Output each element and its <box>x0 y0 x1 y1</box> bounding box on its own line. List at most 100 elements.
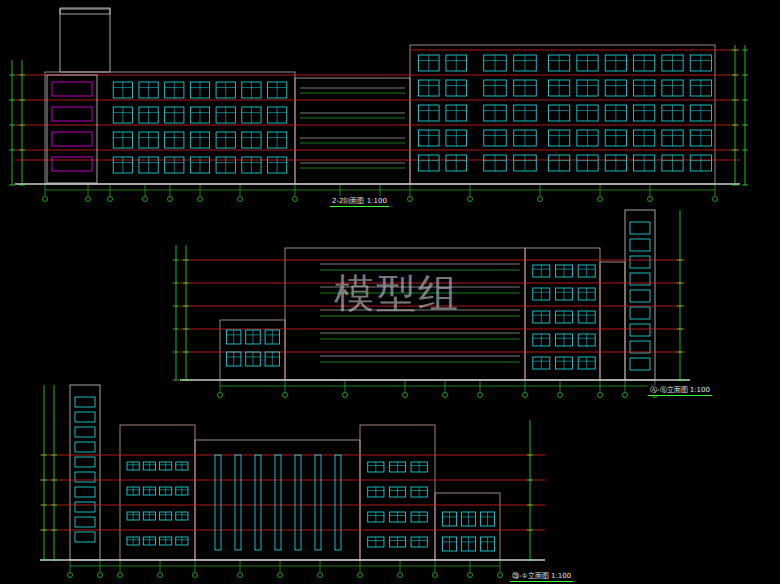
window-mullion <box>700 80 701 96</box>
stair-window <box>630 256 650 268</box>
window-mullion <box>615 55 616 71</box>
window-transom <box>418 160 439 161</box>
window-transom <box>165 112 184 113</box>
window-mullion <box>525 155 526 171</box>
window-mullion <box>419 462 420 472</box>
window-transom <box>143 539 155 540</box>
window-transom <box>549 60 570 61</box>
stair-window <box>75 442 95 452</box>
window <box>176 512 188 520</box>
dimension-tick <box>9 150 15 151</box>
window <box>577 80 598 96</box>
window-transom <box>533 269 550 270</box>
window-mullion <box>564 311 565 323</box>
window <box>446 130 467 146</box>
window-mullion <box>277 107 278 123</box>
window-mullion <box>233 352 234 366</box>
axis-bubble <box>408 197 413 202</box>
axis-bubble <box>478 393 483 398</box>
window-transom <box>418 85 439 86</box>
window-transom <box>578 269 595 270</box>
window <box>634 105 655 121</box>
stair-window <box>630 358 650 370</box>
window-transom <box>690 160 711 161</box>
window <box>143 512 155 520</box>
stair-window <box>630 324 650 336</box>
dimension-tick <box>183 329 189 330</box>
dimension-tick <box>183 283 189 284</box>
window-transom <box>533 338 550 339</box>
stair-window <box>75 427 95 437</box>
window-mullion <box>541 311 542 323</box>
axis-bubble <box>498 573 503 578</box>
window-mullion <box>133 487 134 495</box>
window <box>418 105 439 121</box>
vertical-window <box>235 455 241 550</box>
window-transom <box>113 137 132 138</box>
window-transom <box>165 137 184 138</box>
wall-outline <box>195 440 360 560</box>
window-transom <box>389 465 405 466</box>
dimension-tick <box>677 306 683 307</box>
window-mullion <box>397 487 398 497</box>
window-transom <box>556 292 573 293</box>
window <box>461 537 475 551</box>
window-mullion <box>541 357 542 369</box>
wall-outline <box>45 72 295 184</box>
dimension-line <box>54 385 55 560</box>
window <box>690 55 711 71</box>
window-mullion <box>456 105 457 121</box>
window-mullion <box>122 132 123 148</box>
dimension-tick <box>19 185 25 186</box>
dimension-tick <box>9 185 15 186</box>
axis-bubble <box>468 197 473 202</box>
window-mullion <box>495 130 496 146</box>
dimension-tick <box>41 505 47 506</box>
window-transom <box>190 112 209 113</box>
window <box>242 132 261 148</box>
wall-outline <box>410 45 715 184</box>
window-mullion <box>525 55 526 71</box>
window-transom <box>418 110 439 111</box>
window <box>368 487 384 497</box>
floor-line <box>40 530 545 531</box>
axis-bubble <box>86 197 91 202</box>
window-mullion <box>200 132 201 148</box>
wall-outline <box>70 385 100 560</box>
window <box>556 288 573 300</box>
window-transom <box>446 135 467 136</box>
window-mullion <box>149 462 150 470</box>
window <box>190 157 209 173</box>
window-mullion <box>225 157 226 173</box>
window <box>418 155 439 171</box>
window-mullion <box>672 105 673 121</box>
window <box>549 130 570 146</box>
window-transom <box>368 540 384 541</box>
vertical-window <box>215 455 221 550</box>
window-mullion <box>174 82 175 98</box>
window-transom <box>389 515 405 516</box>
window-transom <box>662 60 683 61</box>
window-transom <box>368 465 384 466</box>
window-mullion <box>181 462 182 470</box>
window <box>268 82 287 98</box>
window-mullion <box>468 512 469 526</box>
window <box>411 462 427 472</box>
window-transom <box>143 464 155 465</box>
window <box>690 105 711 121</box>
window-transom <box>605 85 626 86</box>
wall-outline <box>60 9 110 14</box>
wall-outline <box>295 78 410 184</box>
window <box>389 537 405 547</box>
corridor-rail <box>300 113 405 114</box>
window-mullion <box>495 155 496 171</box>
dimension-tick <box>742 50 748 51</box>
window-transom <box>578 292 595 293</box>
window-transom <box>549 85 570 86</box>
window-transom <box>662 160 683 161</box>
window <box>113 107 132 123</box>
dimension-tick <box>19 100 25 101</box>
window-mullion <box>615 130 616 146</box>
window <box>418 80 439 96</box>
window-mullion <box>165 537 166 545</box>
